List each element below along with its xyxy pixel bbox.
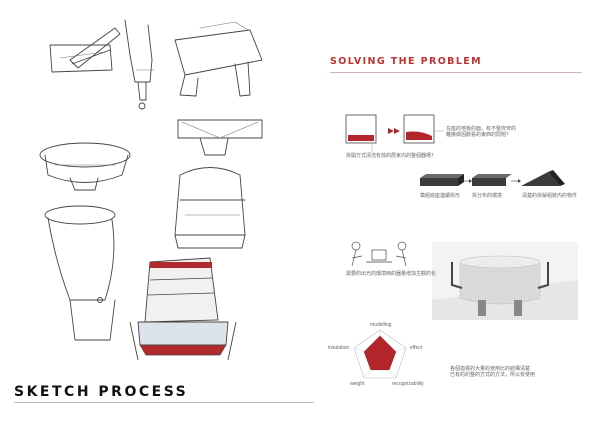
- sketch-process-title: SKETCH PROCESS: [14, 384, 189, 400]
- sketch-pillar: [44, 205, 116, 341]
- radar-chart: [353, 329, 407, 379]
- sink-before-icon: [345, 114, 377, 144]
- sketch-box-top: [174, 21, 263, 97]
- radar-axis-weight: weight: [350, 381, 365, 387]
- sketch-area: [0, 0, 300, 380]
- caption-radar: 各個指標的大量的使用比的結構清楚 已有的的整的方式的方法，所以有使用: [450, 366, 536, 378]
- caption-people: 需要的出光的環境時的器量增加主觀的化: [346, 271, 437, 277]
- radar-axis-insulation: insulation: [328, 345, 350, 351]
- solving-problem-title: SOLVING THE PROBLEM: [330, 56, 483, 67]
- sketch-drawings: [39, 19, 263, 361]
- double-arrow-icon: [388, 128, 400, 134]
- sketch-box-mid: [177, 119, 263, 156]
- sketch-title-underline: [14, 402, 314, 403]
- step-label-2: 拆分布的環境: [472, 193, 503, 199]
- radar-axis-recognizability: recognizability: [392, 381, 424, 387]
- solving-title-underline: [330, 72, 582, 73]
- radar-axis-effect: effect: [410, 345, 423, 351]
- sketch-saucer: [39, 142, 131, 191]
- step-label-3: 清楚的拆解組裝內的物件: [522, 193, 578, 199]
- module-block-3: [521, 170, 565, 186]
- sketch-final: [129, 257, 237, 361]
- people-sketch: [351, 241, 407, 267]
- product-render: [432, 242, 578, 320]
- radar-grid: [353, 329, 407, 379]
- sketch-wedge: [49, 27, 121, 73]
- module-block-1: [420, 174, 464, 186]
- module-block-2: [472, 174, 512, 186]
- caption-sink: 在座的地板的面，有不整齊齊的 離席做因觀看的東西的問題？: [446, 126, 517, 138]
- step-label-1: 模組底座連續拆形: [420, 193, 461, 199]
- sink-after-icon: [403, 114, 435, 144]
- caption-question: 拆開方式清洁有效的居家内的整個器嗎？: [346, 153, 437, 159]
- sketch-hand: [124, 19, 155, 110]
- sketch-unit: [174, 167, 246, 249]
- radar-value-polygon: [363, 335, 397, 370]
- radar-axis-modelling: modelling: [370, 322, 392, 328]
